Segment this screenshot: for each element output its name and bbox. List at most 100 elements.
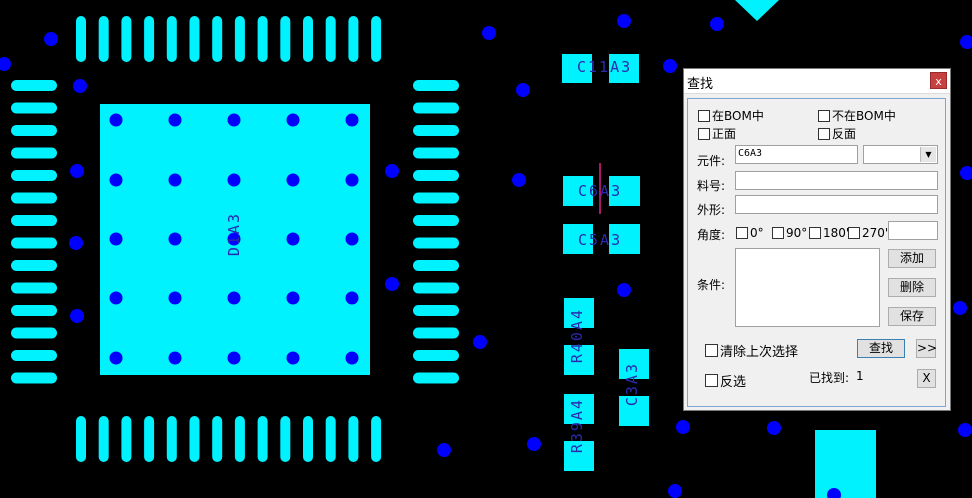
via[interactable] xyxy=(676,420,690,434)
ic-pin-left[interactable] xyxy=(11,192,57,204)
thermal-via[interactable] xyxy=(286,113,300,127)
ic-pin-right[interactable] xyxy=(413,282,459,294)
via[interactable] xyxy=(385,277,399,291)
ic-pin-left[interactable] xyxy=(11,170,57,181)
checkbox-box[interactable] xyxy=(772,227,784,239)
ic-pin-bottom[interactable] xyxy=(144,416,155,462)
ic-pin-bottom[interactable] xyxy=(371,416,382,462)
x-button[interactable]: X xyxy=(917,369,936,388)
ic-pin-top[interactable] xyxy=(234,16,245,62)
thermal-via[interactable] xyxy=(109,291,123,305)
via[interactable] xyxy=(482,26,496,40)
ic-pin-bottom[interactable] xyxy=(189,416,200,462)
ic-pin-left[interactable] xyxy=(11,350,57,361)
thermal-via[interactable] xyxy=(109,232,123,246)
ic-pin-left[interactable] xyxy=(11,327,57,339)
via[interactable] xyxy=(0,57,11,71)
ic-pin-right[interactable] xyxy=(413,215,459,226)
checkbox-box[interactable] xyxy=(698,109,710,122)
via[interactable] xyxy=(617,283,631,297)
ic-pin-left[interactable] xyxy=(11,305,57,316)
pad-c11a3-right[interactable] xyxy=(609,54,639,83)
dialog-titlebar[interactable]: 查找 x xyxy=(684,69,950,94)
pad-c6a3-left[interactable] xyxy=(563,176,593,206)
pad-r40a4-top[interactable] xyxy=(564,298,594,328)
clear-last-selection-checkbox[interactable]: 清除上次选择 xyxy=(705,341,798,360)
ic-pin-bottom[interactable] xyxy=(257,416,268,462)
pad-diamond[interactable] xyxy=(735,0,779,21)
ic-pin-top[interactable] xyxy=(348,16,359,62)
ic-pin-bottom[interactable] xyxy=(212,416,223,462)
via[interactable] xyxy=(958,423,972,437)
ic-pin-top[interactable] xyxy=(76,16,86,62)
via[interactable] xyxy=(953,301,967,315)
pad-c3a3-top[interactable] xyxy=(619,349,649,379)
more-button[interactable]: >> xyxy=(916,339,937,358)
thermal-via[interactable] xyxy=(168,173,182,187)
pad-c6a3-right[interactable] xyxy=(609,176,640,206)
checkbox-box[interactable] xyxy=(705,374,718,387)
ic-pin-left[interactable] xyxy=(11,215,57,226)
thermal-via[interactable] xyxy=(345,232,359,246)
checkbox-box[interactable] xyxy=(818,109,830,122)
checkbox-box[interactable] xyxy=(818,127,830,140)
via[interactable] xyxy=(69,236,83,250)
thermal-via[interactable] xyxy=(227,173,241,187)
ic-pin-right[interactable] xyxy=(413,350,459,361)
via[interactable] xyxy=(827,488,841,498)
thermal-via[interactable] xyxy=(227,232,241,246)
top-side-checkbox[interactable]: 正面 xyxy=(698,125,736,142)
angle-custom-input[interactable] xyxy=(888,221,938,240)
ic-pin-top[interactable] xyxy=(189,16,200,62)
ic-pin-left[interactable] xyxy=(11,260,57,271)
ic-pin-bottom[interactable] xyxy=(303,416,313,462)
checkbox-box[interactable] xyxy=(736,227,748,239)
ic-pin-top[interactable] xyxy=(98,16,109,62)
angle-0-checkbox[interactable]: 0° xyxy=(736,226,764,240)
thermal-via[interactable] xyxy=(227,291,241,305)
in-bom-checkbox[interactable]: 在BOM中 xyxy=(698,107,764,124)
ic-pin-right[interactable] xyxy=(413,125,459,136)
bottom-side-checkbox[interactable]: 反面 xyxy=(818,125,856,142)
thermal-via[interactable] xyxy=(109,173,123,187)
via[interactable] xyxy=(70,309,84,323)
chevron-down-icon[interactable]: ▼ xyxy=(920,147,936,162)
ic-pin-bottom[interactable] xyxy=(121,416,132,462)
thermal-via[interactable] xyxy=(109,351,123,365)
ic-pin-right[interactable] xyxy=(413,80,459,91)
ic-pin-right[interactable] xyxy=(413,327,459,339)
ic-pin-right[interactable] xyxy=(413,305,459,316)
ic-pin-top[interactable] xyxy=(280,16,291,62)
ic-pin-top[interactable] xyxy=(371,16,382,62)
via[interactable] xyxy=(663,59,677,73)
ic-pin-right[interactable] xyxy=(413,237,459,249)
thermal-via[interactable] xyxy=(168,113,182,127)
via[interactable] xyxy=(527,437,541,451)
thermal-via[interactable] xyxy=(345,173,359,187)
thermal-via[interactable] xyxy=(286,232,300,246)
part-no-input[interactable] xyxy=(735,171,938,190)
ic-pin-right[interactable] xyxy=(413,147,459,159)
ic-pin-left[interactable] xyxy=(11,102,57,114)
angle-270-checkbox[interactable]: 270' xyxy=(848,226,888,240)
pad-r39a4-top[interactable] xyxy=(564,394,594,424)
ic-pin-left[interactable] xyxy=(11,237,57,249)
thermal-via[interactable] xyxy=(286,351,300,365)
ic-pin-top[interactable] xyxy=(144,16,155,62)
pad-r40a4-bottom[interactable] xyxy=(564,345,594,375)
ic-pin-bottom[interactable] xyxy=(234,416,245,462)
component-dropdown[interactable]: ▼ xyxy=(863,145,938,164)
ic-pin-bottom[interactable] xyxy=(76,416,86,462)
ic-pin-top[interactable] xyxy=(257,16,268,62)
invert-selection-checkbox[interactable]: 反选 xyxy=(705,371,746,390)
save-button[interactable]: 保存 xyxy=(888,307,936,326)
add-button[interactable]: 添加 xyxy=(888,249,936,268)
via[interactable] xyxy=(437,443,451,457)
thermal-via[interactable] xyxy=(227,113,241,127)
ic-pin-right[interactable] xyxy=(413,372,459,384)
angle-180-checkbox[interactable]: 180' xyxy=(809,226,849,240)
via[interactable] xyxy=(767,421,781,435)
ic-pin-top[interactable] xyxy=(325,16,336,62)
checkbox-box[interactable] xyxy=(848,227,860,239)
